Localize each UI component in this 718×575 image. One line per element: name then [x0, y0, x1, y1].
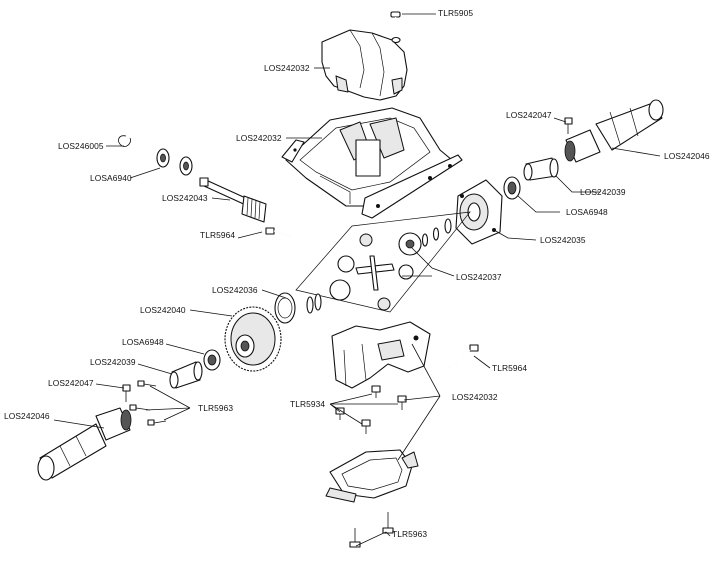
label-tlr5964-left: TLR5964 — [200, 230, 235, 240]
label-losa6948-right: LOSA6948 — [566, 207, 608, 217]
skid-plate-los242032 — [325, 449, 419, 503]
label-los242039-right: LOS242039 — [580, 187, 626, 197]
screws-tlr5934 — [335, 385, 407, 434]
ring-gear-los242040 — [224, 306, 282, 372]
screw-tlr5964-right — [449, 344, 479, 369]
label-los242047-right: LOS242047 — [506, 110, 552, 120]
label-los242046-left: LOS242046 — [4, 411, 50, 421]
label-los242046-right: LOS242046 — [664, 151, 710, 161]
leader-lines — [53, 13, 661, 547]
label-los242032-lower: LOS242032 — [452, 392, 498, 402]
bearing-losa6948-left — [203, 349, 221, 371]
label-losa6948-left: LOSA6948 — [122, 337, 164, 347]
diff-case-los242035 — [455, 179, 503, 245]
screw-tlr5905 — [390, 11, 401, 40]
label-tlr5963-left: TLR5963 — [198, 403, 233, 413]
label-los242036: LOS242036 — [212, 285, 258, 295]
label-los242032-cap: LOS242032 — [264, 63, 310, 73]
label-los242040: LOS242040 — [140, 305, 186, 315]
label-tlr5963-bottom: TLR5963 — [392, 529, 427, 539]
lower-bracket-los242032 — [331, 321, 431, 389]
gear-cover-los242032 — [321, 29, 408, 101]
label-tlr5934: TLR5934 — [290, 399, 325, 409]
label-los242039-left: LOS242039 — [90, 357, 136, 367]
label-los242043: LOS242043 — [162, 193, 208, 203]
part-labels: TLR5905 LOS242032 LOS242032 LOS246005 LO… — [4, 8, 710, 539]
diff-gears-los242037 — [295, 211, 471, 314]
label-los242035: LOS242035 — [540, 235, 586, 245]
screws-tlr5963-bottom — [349, 512, 394, 548]
screws-tlr5963-left — [129, 380, 167, 426]
label-los242037: LOS242037 — [456, 272, 502, 282]
screw-los242047-left — [122, 384, 131, 402]
screw-los242047-right — [564, 117, 573, 134]
label-los242032-case: LOS242032 — [236, 133, 282, 143]
bearing-losa6948-right — [503, 176, 521, 200]
label-tlr5905: TLR5905 — [438, 8, 473, 18]
label-los246005: LOS246005 — [58, 141, 104, 151]
clip-los246005 — [118, 135, 131, 147]
driveshaft-los242046-right — [564, 99, 664, 163]
gearbox-case-los242032 — [281, 107, 463, 219]
outdrive-los242039-right — [523, 157, 559, 181]
driveshaft-los242046-left — [37, 407, 132, 481]
label-tlr5964-right: TLR5964 — [492, 363, 527, 373]
screw-tlr5964-left — [265, 227, 291, 237]
outdrive-los242039-left — [169, 361, 203, 389]
pinion-shaft-los242043 — [199, 177, 267, 223]
bearings-losa6940 — [156, 148, 193, 176]
label-losa6940: LOSA6940 — [90, 173, 132, 183]
label-los242047-left: LOS242047 — [48, 378, 94, 388]
